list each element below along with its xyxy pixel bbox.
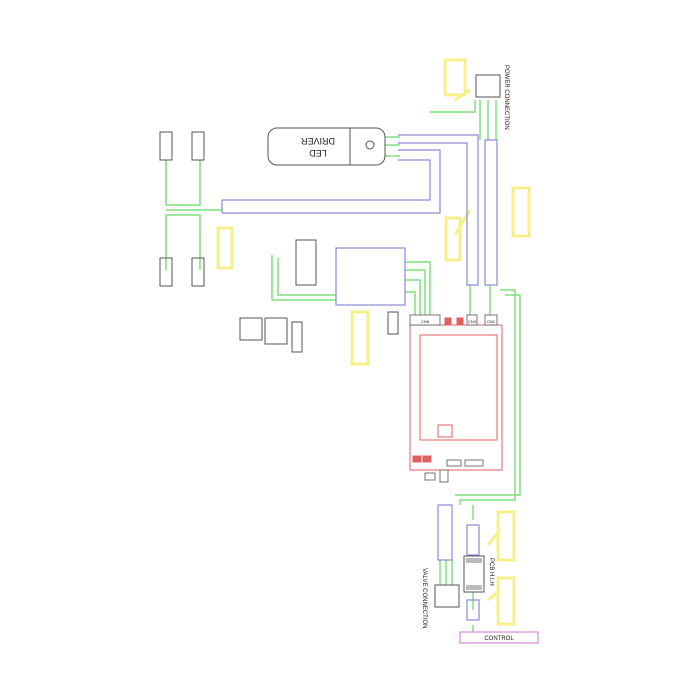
main-pcb xyxy=(409,317,503,471)
power-terminal-block xyxy=(475,74,501,98)
green-wires xyxy=(165,100,521,635)
cable-tubes xyxy=(221,134,498,621)
connector-label-cn8: CN8 xyxy=(421,319,430,324)
junction-box xyxy=(335,247,406,306)
led-driver-label-line2: DRIVER xyxy=(301,136,336,146)
connector-label-cn3: CN3 xyxy=(468,319,477,324)
led-driver-label-line1: LED xyxy=(309,148,327,158)
led-driver: LED DRIVER xyxy=(267,127,386,166)
pcb-hih-label: PCB H.I.H xyxy=(488,558,494,586)
components xyxy=(159,74,501,608)
control-label: CONTROL xyxy=(484,636,514,642)
pcb-connectors xyxy=(409,314,498,483)
power-connection-label: POWER CONNECTION xyxy=(503,65,509,130)
connector-label-cn1: CN1 xyxy=(487,319,496,324)
valve-connection-label: VALVE CONNECTION xyxy=(421,568,427,628)
valve-terminal-block xyxy=(434,584,460,608)
pcb-hih: PCB H.I.H xyxy=(463,555,494,593)
control-box: CONTROL xyxy=(459,631,539,644)
